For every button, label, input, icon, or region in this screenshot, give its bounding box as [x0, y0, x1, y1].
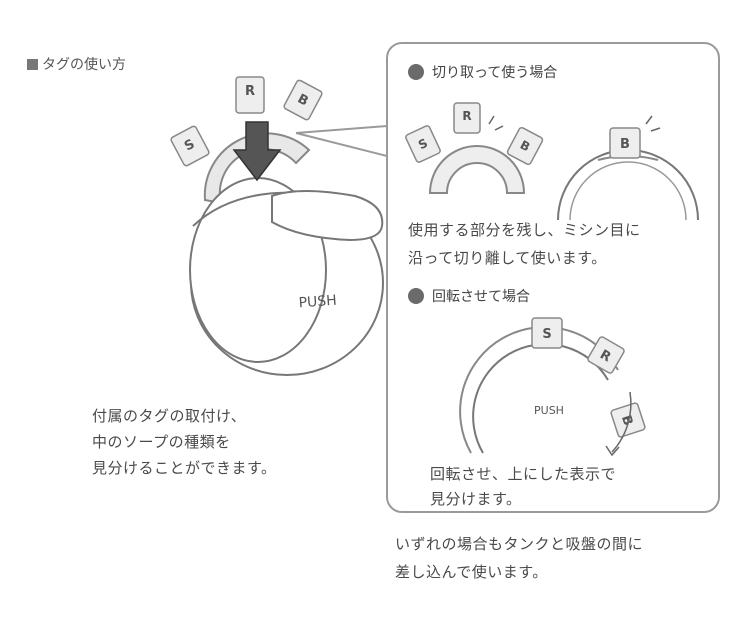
- bottom-note-line-2: 差し込んで使います。: [395, 563, 548, 581]
- main-dispenser-illustration: S R B PUSH: [170, 76, 384, 376]
- rotate-tag-r: R: [587, 336, 625, 374]
- rotate-instruction-line-2: 見分けます。: [430, 490, 522, 508]
- cut-instruction-line-1: 使用する部分を残し、ミシン目に: [408, 221, 641, 239]
- cut-tag-s: S: [405, 125, 441, 163]
- cut-instruction-line-2: 沿って切り離して使います。: [408, 249, 607, 267]
- bullet-dot-icon: [408, 64, 424, 80]
- cut-section-title: 切り取って使う場合: [408, 62, 557, 82]
- main-push-label: PUSH: [298, 293, 337, 312]
- kept-tag-ring-illustration: B: [557, 115, 699, 221]
- left-caption-line-2: 中のソープの種類を: [92, 433, 231, 451]
- rotate-instruction-line-1: 回転させ、上にした表示で: [430, 465, 617, 483]
- rotate-section-title: 回転させて場合: [408, 286, 530, 306]
- rotate-push-label: PUSH: [534, 404, 564, 417]
- main-tag-r: R: [235, 76, 265, 114]
- left-caption-line-3: 見分けることができます。: [92, 459, 277, 477]
- bullet-dot-icon: [408, 288, 424, 304]
- callout-line-bottom: [295, 132, 388, 157]
- section-heading: タグの使い方: [27, 54, 126, 74]
- main-tag-s: S: [170, 125, 210, 167]
- cut-tag-r: R: [453, 102, 481, 134]
- main-tag-r-label: R: [245, 84, 255, 99]
- cut-ring-illustration: S R B: [405, 102, 544, 194]
- callout-line-top: [295, 125, 388, 134]
- heading-text: タグの使い方: [42, 57, 126, 73]
- main-tag-b: B: [283, 79, 323, 121]
- rotate-dispenser-illustration: S R B PUSH: [459, 317, 646, 457]
- insert-arrow-icon: [232, 121, 282, 182]
- rotate-tag-s: [531, 317, 563, 349]
- kept-tag-label: B: [620, 137, 630, 152]
- rotate-tag-b: B: [610, 402, 646, 438]
- rotate-arrow-icon: [611, 391, 632, 453]
- square-bullet-icon: [27, 59, 38, 70]
- cut-tag-b: B: [506, 126, 544, 166]
- callout-panel: [386, 42, 720, 513]
- bottom-note-line-1: いずれの場合もタンクと吸盤の間に: [395, 535, 644, 553]
- rotate-tag-b-label: B: [618, 413, 635, 427]
- rotate-tag-s-label: S: [542, 327, 551, 342]
- left-caption-line-1: 付属のタグの取付け、: [92, 407, 247, 425]
- cut-tag-r-label: R: [462, 109, 471, 123]
- kept-tag: [609, 127, 641, 159]
